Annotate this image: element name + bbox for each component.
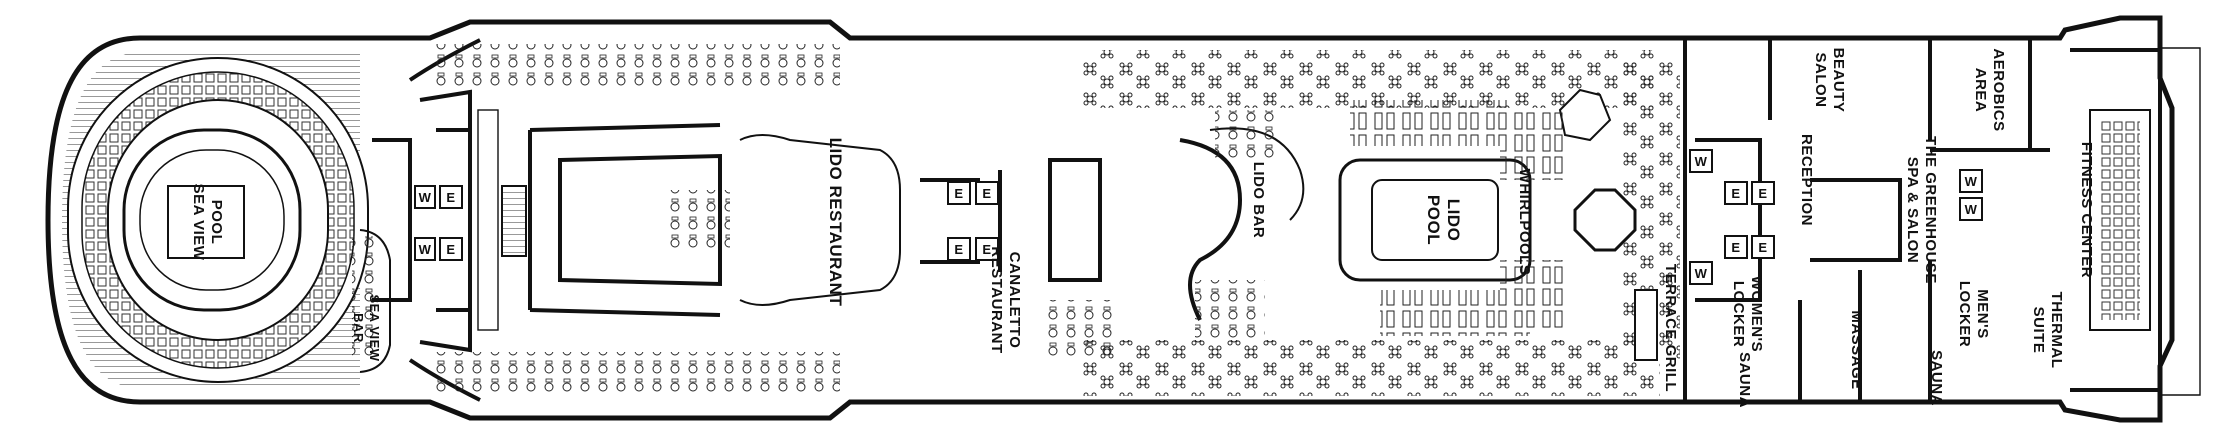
sauna-left-label: SAUNA [1736, 352, 1753, 408]
lido-restaurant: LIDO RESTAURANT [501, 123, 901, 317]
spa-washroom-3: W [1959, 169, 1983, 193]
svg-text:E: E [446, 190, 455, 205]
mid-elevator-1: E [947, 181, 971, 205]
beauty-salon-label-2: SALON [1812, 53, 1829, 108]
fitness-equipment [2100, 120, 2140, 320]
mens-locker-label-2: LOCKER [1956, 281, 1973, 347]
womens-locker-label-2: LOCKER [1730, 281, 1747, 347]
lido-pool-label-1: LIDO [1444, 199, 1463, 242]
aft-washroom-lower: W [414, 237, 436, 261]
svg-text:W: W [1695, 154, 1708, 169]
fitness-center-label: FITNESS CENTER [2078, 142, 2095, 278]
planters-top [1080, 50, 1660, 108]
mid-elevator-2: E [975, 181, 999, 205]
canaletto-label-1: CANALETTO [1006, 252, 1023, 349]
lido-pool: LIDO POOL [1338, 158, 1532, 282]
svg-text:W: W [419, 242, 432, 257]
reception-label: RECEPTION [1798, 134, 1815, 226]
lido-restaurant-label: LIDO RESTAURANT [826, 138, 845, 307]
canaletto-label-2: RESTAURANT [988, 246, 1005, 353]
fwd-elevator-3: E [1751, 181, 1775, 205]
spa-washroom-2: W [1689, 261, 1713, 285]
sea-view-bar-label-2: BAR [351, 313, 366, 343]
whirlpools: WHIRLPOOLS [1500, 88, 1637, 330]
lido-seating-top [430, 44, 840, 88]
svg-text:E: E [1731, 186, 1740, 201]
sea-view-bar-label-1: SEA VIEW [367, 294, 382, 361]
svg-text:E: E [446, 242, 455, 257]
sauna-right-label: SAUNA [1928, 350, 1945, 406]
lido-bar: LIDO BAR [1179, 110, 1305, 340]
mid-elevator-3: E [947, 237, 971, 261]
lido-pool-label-2: POOL [1424, 195, 1443, 245]
hull-outline [45, 15, 2201, 423]
svg-text:W: W [1695, 266, 1708, 281]
greenhouse-spa-label-1: THE GREENHOUSE [1922, 136, 1939, 284]
svg-text:W: W [419, 190, 432, 205]
aft-elevator-1: E [439, 185, 463, 209]
spa-washroom-1: W [1689, 149, 1713, 173]
sea-view-pool: SEA VIEW POOL [190, 184, 225, 261]
sea-view-bar: SEA VIEW BAR [351, 229, 391, 373]
svg-text:E: E [982, 186, 991, 201]
fwd-elevator-1: E [1724, 181, 1748, 205]
spa-block-walls [1683, 40, 2162, 400]
mid-core [920, 158, 1102, 282]
svg-text:W: W [1965, 174, 1978, 189]
fwd-elevator-4: E [1751, 235, 1775, 259]
svg-text:W: W [1965, 202, 1978, 217]
aft-deck [62, 52, 369, 388]
svg-text:E: E [982, 242, 991, 257]
aft-core [372, 38, 499, 402]
aft-elevator-2: E [439, 237, 463, 261]
aerobics-area-label-2: AREA [1972, 68, 1989, 113]
svg-text:E: E [1758, 186, 1767, 201]
svg-text:E: E [1758, 240, 1767, 255]
mid-elevator-4: E [975, 237, 999, 261]
fwd-elevator-2: E [1724, 235, 1748, 259]
greenhouse-spa-label-2: SPA & SALON [1904, 157, 1921, 263]
lido-seating-bottom [430, 352, 840, 396]
thermal-suite-label-1: THERMAL [2048, 292, 2065, 369]
aft-washroom-upper: W [414, 185, 436, 209]
womens-locker-label-1: WOMEN'S [1748, 276, 1765, 352]
sea-view-pool-label-1: SEA VIEW [190, 184, 207, 261]
planters-bottom [1080, 340, 1660, 396]
thermal-suite-label-2: SUITE [2030, 307, 2047, 354]
beauty-salon-label-1: BEAUTY [1830, 48, 1847, 113]
mens-locker-label-1: MEN'S [1974, 289, 1991, 338]
loungers-top [1350, 100, 1510, 146]
aerobics-area-label-1: AEROBICS [1990, 48, 2007, 131]
svg-text:E: E [1731, 240, 1740, 255]
spa-washroom-4: W [1959, 197, 1983, 221]
massage-label: MASSAGE [1848, 310, 1865, 389]
whirlpools-label: WHIRLPOOLS [1516, 169, 1533, 276]
svg-text:E: E [954, 242, 963, 257]
lido-bar-label: LIDO BAR [1250, 162, 1267, 239]
terrace-grill-label: TERRACE GRILL [1662, 264, 1679, 392]
svg-text:E: E [954, 186, 963, 201]
terrace-grill: TERRACE GRILL [1634, 264, 1679, 392]
sea-view-pool-label-2: POOL [208, 200, 225, 245]
